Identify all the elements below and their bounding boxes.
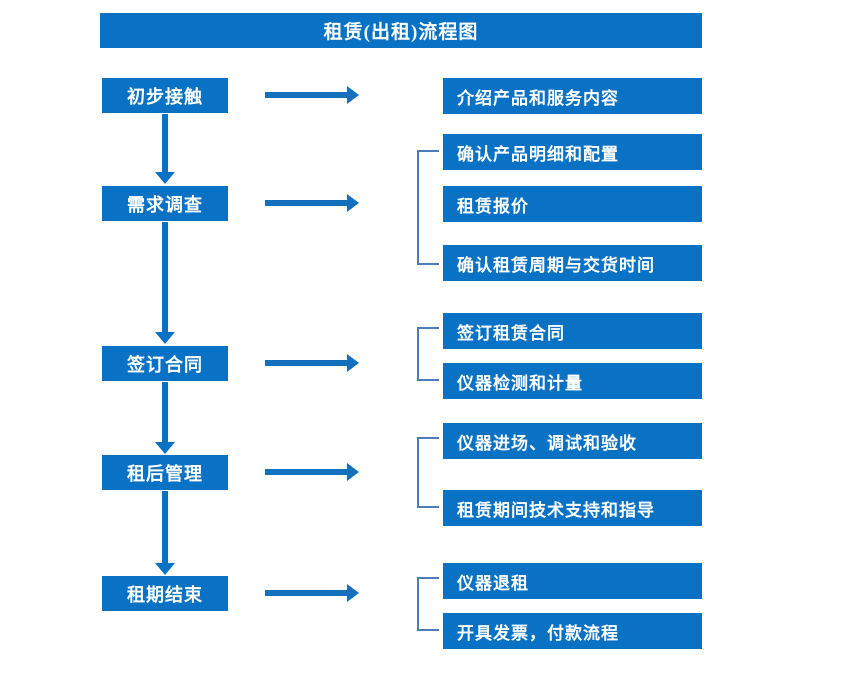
arrow-shaft [265, 360, 348, 366]
vertical-arrow-icon-3 [155, 382, 175, 454]
detail-box-invoice-payment[interactable]: 开具发票，付款流程 [443, 613, 702, 649]
vertical-arrow-icon-1 [155, 114, 175, 184]
page-title: 租赁(出租)流程图 [100, 13, 702, 48]
group-bracket-post-rental [417, 437, 439, 508]
arrow-shaft [162, 114, 168, 173]
group-bracket-sign-contract [417, 327, 439, 381]
horizontal-arrow-icon-4 [265, 463, 359, 481]
detail-box-sign-rental-contract[interactable]: 签订租赁合同 [443, 313, 702, 349]
stage-box-sign-contract[interactable]: 签订合同 [102, 346, 228, 381]
stage-box-demand-survey[interactable]: 需求调查 [102, 186, 228, 221]
stage-box-initial-contact[interactable]: 初步接触 [102, 78, 228, 113]
arrow-head [347, 463, 359, 481]
horizontal-arrow-icon-2 [265, 194, 359, 212]
detail-box-instrument-inspection[interactable]: 仪器检测和计量 [443, 363, 702, 399]
detail-box-instrument-onsite-commission[interactable]: 仪器进场、调试和验收 [443, 423, 702, 459]
horizontal-arrow-icon-1 [265, 86, 359, 104]
arrow-shaft [265, 92, 348, 98]
detail-box-rental-quotation[interactable]: 租赁报价 [443, 186, 702, 222]
detail-box-confirm-period-delivery[interactable]: 确认租赁周期与交货时间 [443, 245, 702, 281]
detail-box-technical-support[interactable]: 租赁期间技术支持和指导 [443, 490, 702, 526]
vertical-arrow-icon-4 [155, 491, 175, 575]
arrow-head [347, 86, 359, 104]
arrow-shaft [265, 200, 348, 206]
arrow-shaft [162, 382, 168, 443]
detail-box-confirm-product-spec[interactable]: 确认产品明细和配置 [443, 134, 702, 170]
arrow-shaft [265, 590, 348, 596]
arrow-head [155, 172, 175, 184]
arrow-head [155, 332, 175, 344]
arrow-head [155, 563, 175, 575]
arrow-head [347, 584, 359, 602]
detail-box-introduce-products[interactable]: 介绍产品和服务内容 [443, 78, 702, 114]
group-bracket-demand-survey [417, 150, 439, 265]
arrow-shaft [265, 469, 348, 475]
arrow-shaft [162, 222, 168, 333]
detail-box-instrument-return[interactable]: 仪器退租 [443, 563, 702, 599]
group-bracket-rental-end [417, 577, 439, 631]
vertical-arrow-icon-2 [155, 222, 175, 344]
arrow-head [347, 354, 359, 372]
horizontal-arrow-icon-5 [265, 584, 359, 602]
stage-box-rental-end[interactable]: 租期结束 [102, 576, 228, 611]
horizontal-arrow-icon-3 [265, 354, 359, 372]
stage-box-post-rental-management[interactable]: 租后管理 [102, 455, 228, 490]
arrow-shaft [162, 491, 168, 564]
arrow-head [155, 442, 175, 454]
arrow-head [347, 194, 359, 212]
